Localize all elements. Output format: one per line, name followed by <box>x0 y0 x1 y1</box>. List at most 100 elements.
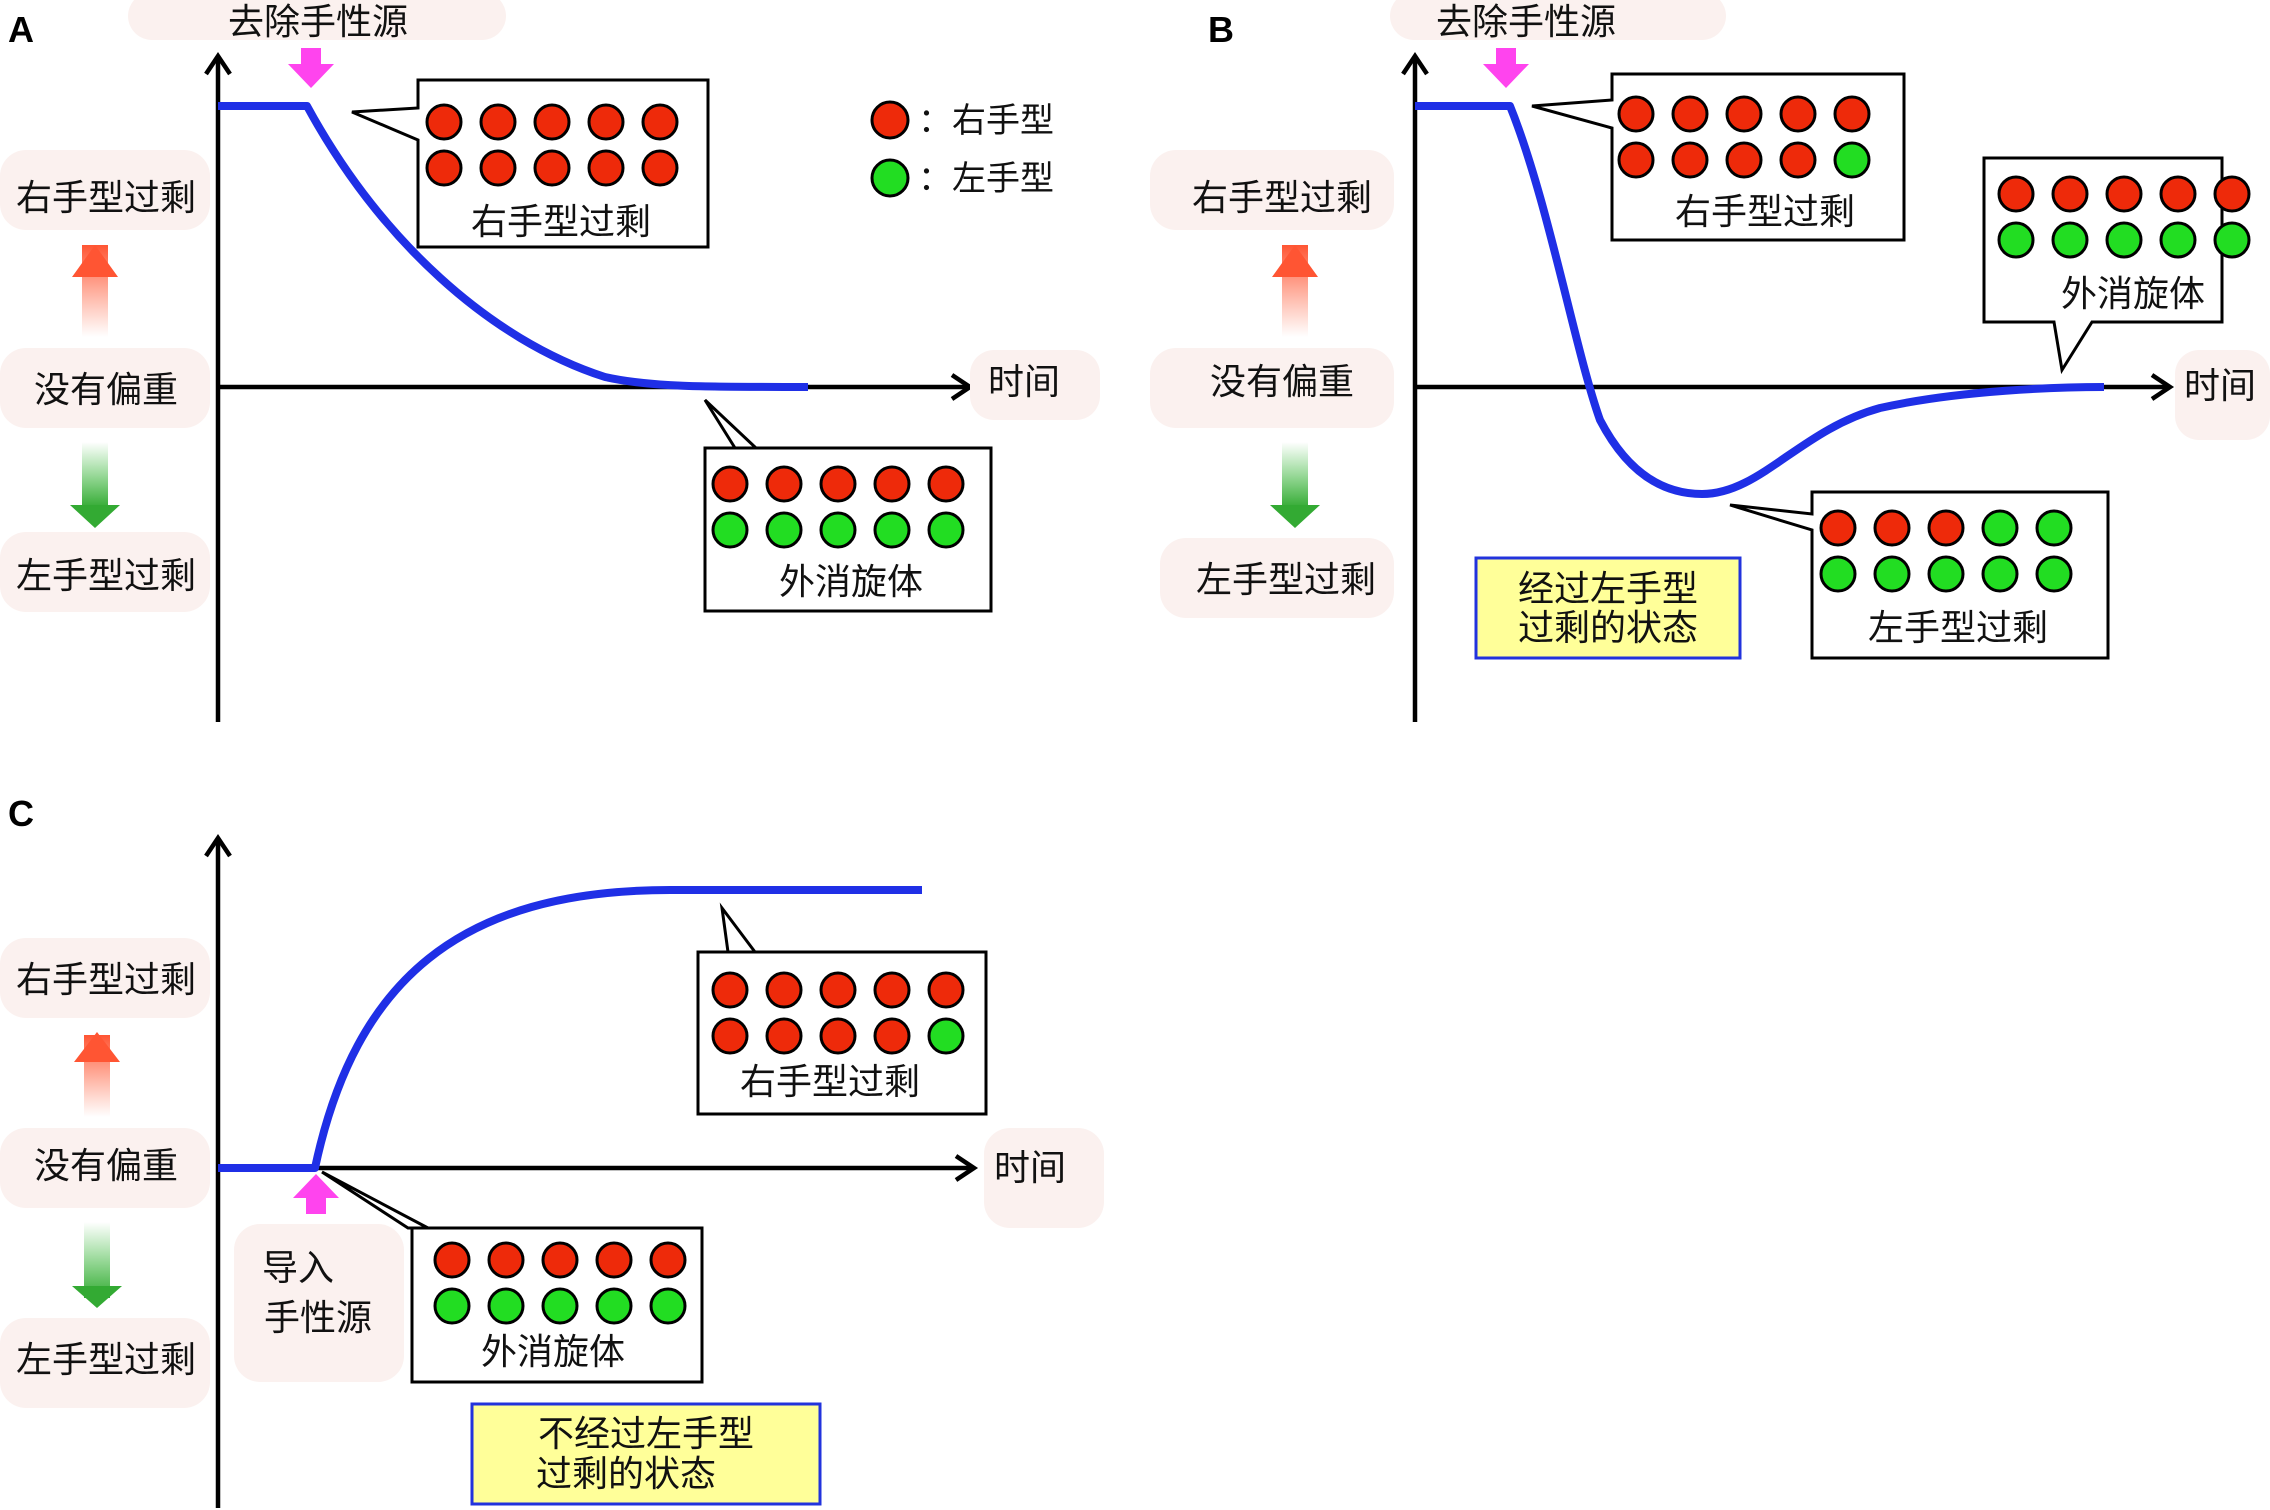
right-handed-molecule-dot <box>1617 141 1655 179</box>
right-handed-molecule-dot <box>765 1017 803 1055</box>
up-gradient-arrow-head <box>74 1032 120 1062</box>
down-gradient-arrow-shaft <box>84 1222 110 1298</box>
left-handed-molecule-dot <box>2035 555 2073 593</box>
bubble-dots <box>711 971 965 1055</box>
axis-label-down: 左手型过剩 <box>16 556 196 597</box>
right-handed-molecule-dot <box>711 971 749 1009</box>
right-handed-molecule-dot <box>587 103 625 141</box>
bubble-label: 左手型过剩 <box>1868 608 2048 649</box>
right-handed-molecule-dot <box>649 1241 687 1279</box>
right-handed-molecule-dot <box>2159 175 2197 213</box>
left-handed-molecule-dot <box>2035 509 2073 547</box>
trend-curve <box>218 102 809 391</box>
axis-up-bg <box>1150 150 1394 230</box>
axis-down-bg <box>0 532 210 612</box>
axis-label-up: 右手型过剩 <box>1192 178 1372 219</box>
axis-mid-bg <box>1150 348 1394 428</box>
right-handed-molecule-dot <box>541 1241 579 1279</box>
left-handed-molecule-dot <box>711 511 749 549</box>
down-gradient-arrow-head <box>70 505 120 528</box>
right-handed-molecule-dot <box>1725 95 1763 133</box>
bubble-dots <box>1997 175 2251 259</box>
y-axis-arrowhead <box>204 51 232 76</box>
legend-left-label: ：左手型 <box>918 159 1054 199</box>
right-handed-molecule-dot <box>711 465 749 503</box>
x-axis-arrowhead <box>2150 373 2175 401</box>
right-handed-molecule-dot <box>1997 175 2035 213</box>
right-handed-molecule-dot <box>873 971 911 1009</box>
bubble-dots <box>425 103 679 187</box>
right-handed-molecule-dot <box>1617 95 1655 133</box>
legend-left-swatch <box>870 158 910 198</box>
bubble-label: 右手型过剩 <box>471 202 651 243</box>
right-handed-molecule-dot <box>2213 175 2251 213</box>
trend-curve <box>218 886 922 1172</box>
down-marker-arrow <box>1483 48 1529 88</box>
time-label-bg <box>984 1128 1104 1228</box>
right-handed-molecule-dot <box>927 465 965 503</box>
right-handed-molecule-dot <box>765 465 803 503</box>
right-handed-molecule-dot <box>487 1241 525 1279</box>
down-marker-arrow <box>288 48 334 88</box>
bubble-dots <box>711 465 965 549</box>
left-handed-molecule-dot <box>649 1287 687 1325</box>
marker-label: 去除手性源 <box>1436 2 1616 43</box>
right-handed-molecule-dot <box>533 149 571 187</box>
note-box <box>470 1402 822 1506</box>
bubble-dots <box>1617 95 1871 179</box>
right-handed-molecule-dot <box>587 149 625 187</box>
right-handed-molecule-dot <box>819 1017 857 1055</box>
right-handed-molecule-dot <box>641 103 679 141</box>
right-handed-molecule-dot <box>595 1241 633 1279</box>
left-handed-molecule-dot <box>2105 221 2143 259</box>
left-handed-molecule-dot <box>1873 555 1911 593</box>
left-handed-molecule-dot <box>433 1287 471 1325</box>
time-label: 时间 <box>988 362 1060 403</box>
marker-label-line-1: 导入 <box>262 1248 334 1289</box>
time-label: 时间 <box>2184 366 2256 407</box>
bubble-label: 右手型过剩 <box>740 1062 920 1103</box>
left-handed-molecule-dot <box>927 511 965 549</box>
left-handed-molecule-dot <box>1833 141 1871 179</box>
left-handed-molecule-dot <box>765 511 803 549</box>
trend-curve <box>1415 102 2105 498</box>
panel-a: A 去除手性源 右手型过剩 没有偏重 左手型过剩 时间 右手型过剩 外消旋体 ：… <box>0 0 1100 722</box>
right-handed-molecule-dot <box>711 1017 749 1055</box>
axis-up-bg <box>0 938 210 1018</box>
right-handed-molecule-dot <box>425 103 463 141</box>
right-handed-molecule-dot <box>873 1017 911 1055</box>
right-handed-molecule-dot <box>433 1241 471 1279</box>
right-handed-molecule-dot <box>1779 141 1817 179</box>
right-handed-molecule-dot <box>1819 509 1857 547</box>
left-handed-molecule-dot <box>1819 555 1857 593</box>
panel-b: B 去除手性源 右手型过剩 没有偏重 左手型过剩 时间 右手型过剩 外消旋体 左… <box>1150 0 2270 722</box>
down-gradient-arrow-head <box>72 1286 122 1308</box>
note-line-1: 不经过左手型 <box>538 1414 754 1455</box>
up-gradient-arrow-head <box>1272 245 1318 277</box>
left-handed-molecule-dot <box>1981 509 2019 547</box>
axis-mid-bg <box>0 1128 210 1208</box>
x-axis-arrowhead <box>954 1154 979 1182</box>
left-handed-molecule-dot <box>1997 221 2035 259</box>
right-handed-molecule-dot <box>1671 95 1709 133</box>
panel-a-letter: A <box>8 9 34 50</box>
right-handed-molecule-dot <box>425 149 463 187</box>
marker-label-bg <box>1390 0 1726 40</box>
axis-mid-bg <box>0 348 210 428</box>
right-handed-molecule-dot <box>819 971 857 1009</box>
left-handed-molecule-dot <box>2051 221 2089 259</box>
legend-right-label: ：右手型 <box>918 101 1054 141</box>
axis-label-mid: 没有偏重 <box>1210 362 1354 403</box>
right-handed-molecule-dot <box>533 103 571 141</box>
note-line-2: 过剩的状态 <box>1518 608 1698 649</box>
axis-label-down: 左手型过剩 <box>1196 560 1376 601</box>
axis-label-up: 右手型过剩 <box>16 960 196 1001</box>
time-label-bg <box>2175 350 2270 440</box>
bubble-label: 外消旋体 <box>481 1332 625 1373</box>
bubble-label: 外消旋体 <box>779 562 923 603</box>
up-gradient-arrow-head <box>72 245 118 277</box>
note-box <box>1474 556 1742 660</box>
bubble-dots <box>1819 509 2073 593</box>
right-handed-molecule-dot <box>1725 141 1763 179</box>
